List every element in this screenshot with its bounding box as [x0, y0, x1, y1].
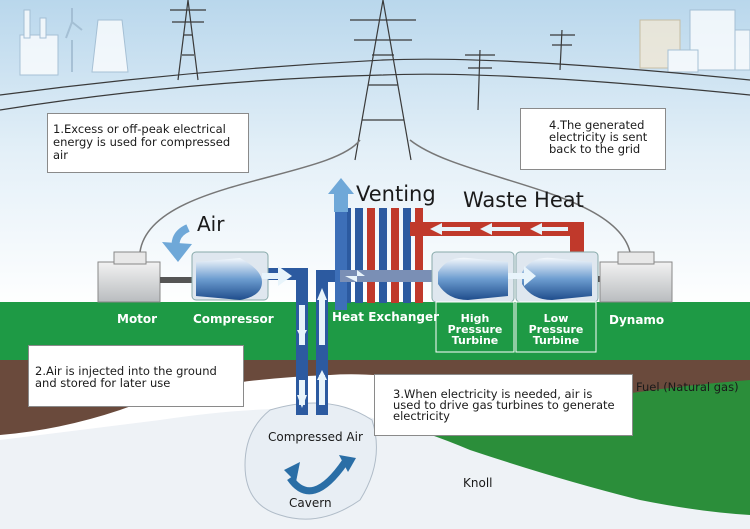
- note-step-4: 4.The generated electricity is sent back…: [520, 108, 666, 170]
- air-label: Air: [197, 212, 225, 236]
- motor-label: Motor: [117, 312, 158, 326]
- high-pressure-turbine-label: High Pressure Turbine: [447, 312, 503, 347]
- note-step-2: 2.Air is injected into the ground and st…: [28, 345, 244, 407]
- city-icon: [639, 9, 750, 73]
- note-step-3-text: 3.When electricity is needed, air is use…: [393, 387, 615, 423]
- cavern-flow-arrow: [287, 460, 348, 495]
- fuel-label: Fuel (Natural gas): [636, 380, 739, 394]
- waste-heat-label: Waste Heat: [463, 188, 584, 212]
- transmission-tower-icon: [0, 0, 750, 161]
- low-pressure-turbine-machine: [515, 251, 599, 303]
- venting-label: Venting: [356, 182, 436, 206]
- knoll-label: Knoll: [463, 476, 493, 490]
- low-pressure-turbine-label: Low Pressure Turbine: [528, 312, 584, 347]
- lp-turbine-label-box: [515, 301, 597, 353]
- hp-turbine-label-box: [435, 301, 515, 353]
- knoll-ground: [0, 408, 750, 529]
- dynamo-label: Dynamo: [609, 313, 665, 327]
- compressor: [191, 251, 292, 301]
- motor: [97, 251, 200, 303]
- heat-exchanger: [335, 200, 423, 310]
- note-step-4-text: 4.The generated electricity is sent back…: [549, 118, 648, 156]
- heat-exchanger-label: Heat Exchanger: [332, 310, 440, 324]
- venting-arrow: [328, 178, 354, 194]
- power-plant-icon: [19, 8, 129, 76]
- note-step-1: 1.Excess or off-peak electrical energy i…: [47, 113, 249, 173]
- note-step-1-text: 1.Excess or off-peak electrical energy i…: [53, 122, 231, 162]
- cavern-label: Cavern: [289, 496, 332, 510]
- note-step-3: 3.When electricity is needed, air is use…: [374, 374, 633, 436]
- cable-motor: [139, 139, 361, 253]
- compressor-label: Compressor: [193, 312, 274, 326]
- high-pressure-turbine-machine: [431, 251, 515, 303]
- compressed-air-label: Compressed Air: [268, 430, 363, 444]
- note-step-2-text: 2.Air is injected into the ground and st…: [35, 364, 217, 390]
- dynamo: [599, 251, 673, 303]
- cavern: [244, 402, 377, 520]
- cable-dynamo: [409, 139, 631, 253]
